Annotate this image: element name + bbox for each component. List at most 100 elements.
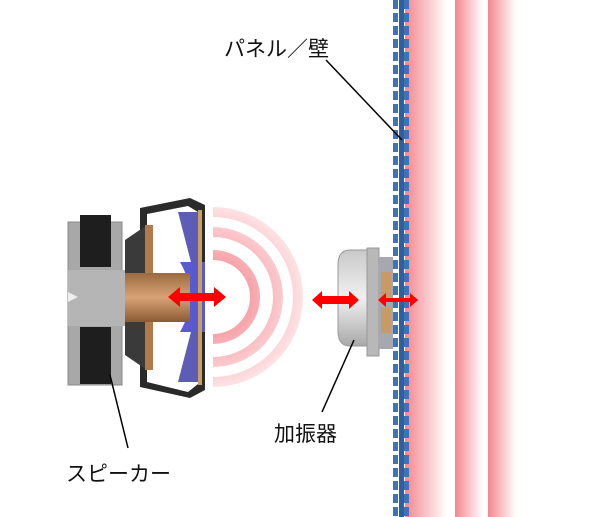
panel-segment xyxy=(404,260,409,269)
panel-segment xyxy=(404,442,409,451)
panel-segment xyxy=(404,390,409,399)
panel-segment xyxy=(393,507,398,516)
panel-segment xyxy=(393,221,398,230)
speaker-label: スピーカー xyxy=(66,462,171,486)
panel-segment xyxy=(393,286,398,295)
panel-segment xyxy=(393,39,398,48)
panel-segment xyxy=(393,377,398,386)
panel-segment xyxy=(393,182,398,191)
speaker-leader-line xyxy=(109,374,129,449)
panel-segment xyxy=(404,312,409,321)
panel-segment xyxy=(404,364,409,373)
panel-segment xyxy=(393,494,398,503)
panel-segment xyxy=(404,78,409,87)
panel-segment xyxy=(393,65,398,74)
panel-segment xyxy=(404,26,409,35)
panel-segment xyxy=(404,195,409,204)
panel-segment xyxy=(393,130,398,139)
panel-segment xyxy=(393,13,398,22)
panel-segment xyxy=(393,338,398,347)
panel-segment xyxy=(393,403,398,412)
panel-segment xyxy=(393,455,398,464)
panel-segment xyxy=(393,26,398,35)
panel-segment xyxy=(404,13,409,22)
panel-segment xyxy=(404,65,409,74)
panel-segment xyxy=(404,429,409,438)
panel-segment xyxy=(393,429,398,438)
panel-segment xyxy=(393,156,398,165)
panel-segment xyxy=(404,286,409,295)
panel-segment xyxy=(404,221,409,230)
exciter-label: 加振器 xyxy=(274,422,337,446)
leader-lines xyxy=(109,59,403,449)
panel-segment xyxy=(404,273,409,282)
panel-segment xyxy=(404,416,409,425)
panel-segment xyxy=(393,442,398,451)
panel-vibration-bands xyxy=(405,0,516,517)
panel-segment xyxy=(393,364,398,373)
panel-segment xyxy=(404,247,409,256)
panel-label: パネル／壁 xyxy=(224,37,329,61)
panel-segment xyxy=(393,117,398,126)
panel-segment xyxy=(393,247,398,256)
panel-segment xyxy=(404,481,409,490)
panel-segment xyxy=(393,91,398,100)
panel-segment xyxy=(393,325,398,334)
double-arrow-icon xyxy=(168,287,226,307)
panel-wall xyxy=(393,0,409,517)
panel-segment xyxy=(404,208,409,217)
panel-segment xyxy=(404,455,409,464)
panel-segment xyxy=(404,182,409,191)
double-arrow-icon xyxy=(312,291,359,309)
panel-segment xyxy=(404,338,409,347)
panel-segment xyxy=(393,52,398,61)
panel-segment xyxy=(404,156,409,165)
panel-segment xyxy=(393,78,398,87)
panel-segment xyxy=(404,52,409,61)
panel-segment xyxy=(404,130,409,139)
panel-segment xyxy=(393,351,398,360)
panel-segment xyxy=(404,351,409,360)
panel-segment xyxy=(393,234,398,243)
panel-segment xyxy=(393,416,398,425)
panel-segment xyxy=(404,0,409,9)
panel-segment xyxy=(404,169,409,178)
vibration-band xyxy=(455,0,483,517)
panel-segment xyxy=(404,507,409,516)
panel-segment xyxy=(404,91,409,100)
motion-arrows xyxy=(168,287,418,309)
panel-segment xyxy=(393,273,398,282)
panel-segment xyxy=(393,0,398,9)
panel-segment xyxy=(404,325,409,334)
panel-segment xyxy=(404,39,409,48)
double-arrow-icon xyxy=(378,293,418,307)
panel-segment xyxy=(404,299,409,308)
vibration-band xyxy=(488,0,516,517)
panel-segment xyxy=(393,260,398,269)
speaker-cross-section xyxy=(67,198,205,398)
panel-segment xyxy=(404,494,409,503)
panel-segment xyxy=(393,468,398,477)
exciter-leader-line xyxy=(321,339,355,413)
panel-segment xyxy=(393,299,398,308)
panel-segment xyxy=(393,104,398,113)
panel-segments xyxy=(393,0,409,516)
sound-waves xyxy=(213,207,303,387)
panel-segment xyxy=(393,481,398,490)
panel-segment xyxy=(393,390,398,399)
panel-leader-line xyxy=(325,59,403,141)
panel-segment xyxy=(404,403,409,412)
panel-segment xyxy=(393,143,398,152)
panel-segment xyxy=(404,143,409,152)
panel-segment xyxy=(393,208,398,217)
panel-segment xyxy=(404,468,409,477)
panel-segment xyxy=(393,169,398,178)
panel-segment xyxy=(404,377,409,386)
panel-segment xyxy=(404,117,409,126)
exciter-unit xyxy=(337,247,393,357)
panel-segment xyxy=(393,195,398,204)
panel-segment xyxy=(404,234,409,243)
vibration-band xyxy=(405,0,447,517)
